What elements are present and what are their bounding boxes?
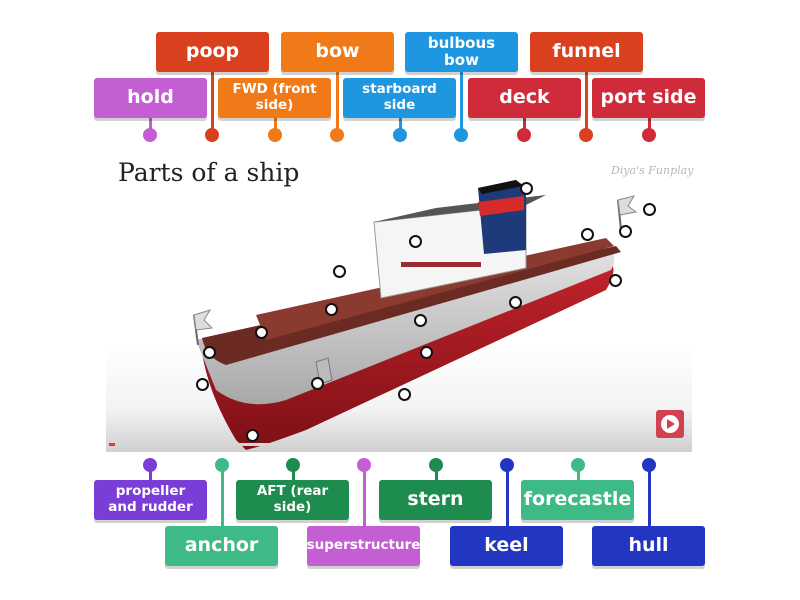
hotspot[interactable] [255,326,268,339]
hold-pin[interactable] [143,128,157,142]
tag-aft[interactable]: AFT (rear side) [236,480,349,520]
deck-pin[interactable] [517,128,531,142]
hold-stem [149,118,152,134]
progress-bar[interactable] [109,443,689,446]
watermark: Diya's Funplay [611,164,694,177]
forecastle-pin[interactable] [571,458,585,472]
superstructure-pin[interactable] [357,458,371,472]
port-side-pin[interactable] [642,128,656,142]
tag-fwd[interactable]: FWD (front side) [218,78,331,118]
forecastle-stem [577,466,580,480]
page-title: Parts of a ship [118,158,300,187]
stern-stem [435,466,438,480]
hotspot[interactable] [311,377,324,390]
tag-bow[interactable]: bow [281,32,394,72]
deck-stem [523,118,526,134]
tag-port-side[interactable]: port side [592,78,705,118]
aft-stem [292,466,295,480]
tag-propeller-and-rudder[interactable]: propeller and rudder [94,480,207,520]
tag-poop[interactable]: poop [156,32,269,72]
hotspot[interactable] [520,182,533,195]
bulbous-bow-stem [460,72,463,134]
tag-bulbous-bow[interactable]: bulbous bow [405,32,518,72]
hull-stem [648,466,651,526]
play-icon [661,415,679,433]
bow-stem [336,72,339,134]
tag-hull[interactable]: hull [592,526,705,566]
hotspot[interactable] [409,235,422,248]
stern-pin[interactable] [429,458,443,472]
tag-forecastle[interactable]: forecastle [521,480,634,520]
hotspot[interactable] [619,225,632,238]
bulbous-bow-pin[interactable] [454,128,468,142]
hotspot[interactable] [420,346,433,359]
hotspot[interactable] [196,378,209,391]
superstructure-stem [363,466,366,526]
hotspot[interactable] [643,203,656,216]
keel-pin[interactable] [500,458,514,472]
tag-anchor[interactable]: anchor [165,526,278,566]
fwd-stem [274,118,277,134]
funnel-stem [585,72,588,134]
port-side-stem [648,118,651,134]
hotspot[interactable] [398,388,411,401]
anchor-pin[interactable] [215,458,229,472]
starboard-stem [399,118,402,134]
tag-funnel[interactable]: funnel [530,32,643,72]
progress-fill [109,443,115,446]
aft-pin[interactable] [286,458,300,472]
tag-deck[interactable]: deck [468,78,581,118]
hotspot[interactable] [609,274,622,287]
bow-pin[interactable] [330,128,344,142]
propeller-stem [149,466,152,480]
ship-image [106,150,692,452]
hotspot[interactable] [333,265,346,278]
poop-pin[interactable] [205,128,219,142]
fwd-pin[interactable] [268,128,282,142]
tag-hold[interactable]: hold [94,78,207,118]
tag-starboard-side[interactable]: starboard side [343,78,456,118]
hotspot[interactable] [246,429,259,442]
starboard-pin[interactable] [393,128,407,142]
tag-keel[interactable]: keel [450,526,563,566]
anchor-stem [221,466,224,526]
propeller-pin[interactable] [143,458,157,472]
poop-stem [211,72,214,134]
tag-stern[interactable]: stern [379,480,492,520]
hotspot[interactable] [581,228,594,241]
play-button[interactable] [656,410,684,438]
funnel-pin[interactable] [579,128,593,142]
hotspot[interactable] [325,303,338,316]
keel-stem [506,466,509,526]
hull-pin[interactable] [642,458,656,472]
tag-superstructure[interactable]: superstructure [307,526,420,566]
hotspot[interactable] [414,314,427,327]
hotspot[interactable] [203,346,216,359]
hotspot[interactable] [509,296,522,309]
